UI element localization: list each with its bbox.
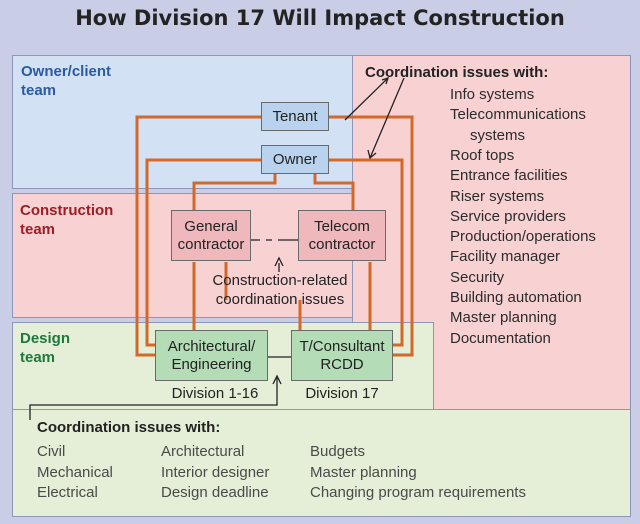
coordination-bottom-heading: Coordination issues with: [37, 419, 221, 436]
design-team-label: Design team [20, 330, 71, 366]
division-1-16-label: Division 1-16 [171, 385, 259, 402]
coordination-item: Documentation [450, 329, 551, 347]
bottom-coordination-item: Mechanical [37, 463, 113, 481]
design-coordination-region [12, 409, 631, 517]
coordination-item: Roof tops [450, 146, 515, 164]
coordination-item: Security [450, 268, 505, 286]
coordination-item: Building automation [450, 289, 582, 306]
owner-client-team-label: Owner/client team [21, 63, 112, 99]
bottom-coordination-item: Budgets [310, 443, 366, 460]
bottom-coordination-item: Master planning [310, 463, 417, 481]
construction-related-label: Construction-related coordination issues [212, 272, 348, 308]
bottom-coordination-item: Electrical [37, 484, 98, 501]
coordination-item: Service providers [450, 207, 566, 225]
telecom-contractor-box: Telecom contractor [298, 210, 386, 261]
coordination-item: Production/operations [450, 228, 596, 246]
bottom-coordination-item: Interior designer [161, 463, 270, 481]
coordination-item: Info systems [450, 86, 535, 103]
bottom-coordination-item: Architectural [161, 443, 245, 460]
consultant-rcdd-box: T/Consultant RCDD [291, 330, 393, 381]
diagram-title: How Division 17 Will Impact Construction [75, 6, 565, 30]
coordination-item: Facility manager [450, 248, 561, 266]
construction-team-label: Construction team [20, 202, 114, 238]
division-17-label: Division 17 [305, 385, 379, 402]
tenant-box: Tenant [261, 102, 329, 131]
general-contractor-box: General contractor [171, 210, 251, 261]
bottom-coordination-item: Changing program requirements [310, 484, 526, 501]
owner-box: Owner [261, 145, 329, 174]
bottom-coordination-item: Design deadline [161, 484, 269, 501]
coordination-item: Master planning [450, 309, 557, 327]
architectural-engineering-box: Architectural/ Engineering [155, 330, 268, 381]
coordination-right-heading: Coordination issues with: [365, 64, 549, 81]
coordination-item: Entrance facilities [450, 167, 568, 185]
coordination-item: Riser systems [450, 187, 545, 205]
coordination-item: Telecommunications [450, 106, 586, 124]
coordination-item: systems [470, 126, 526, 144]
bottom-coordination-item: Civil [37, 443, 66, 460]
